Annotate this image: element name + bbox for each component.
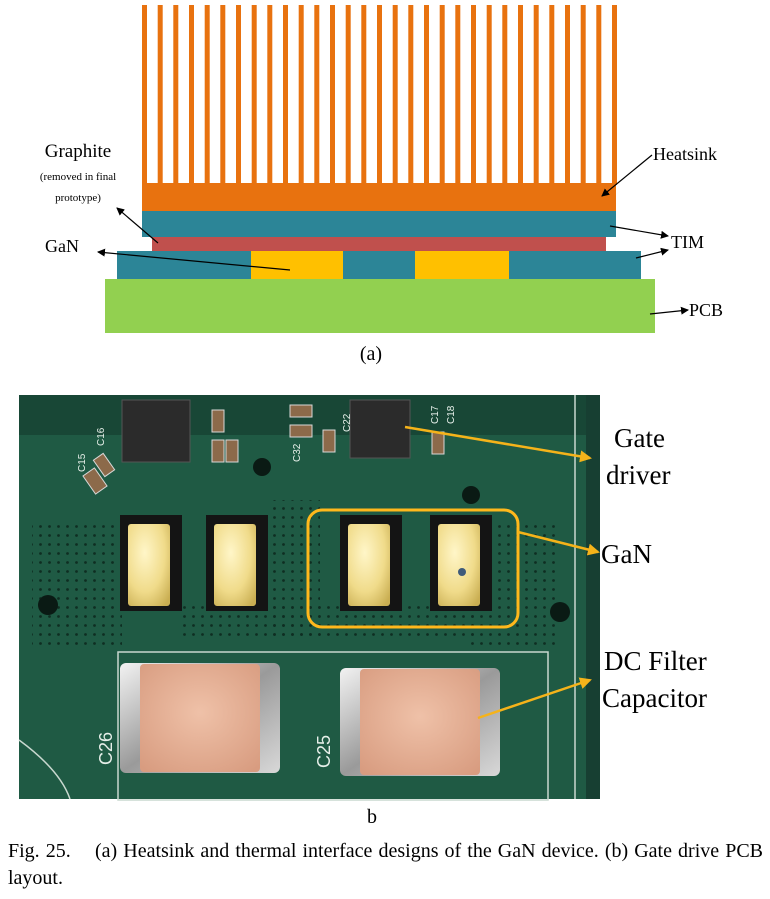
gate-driver-ic-right: [349, 399, 411, 459]
heatsink-fin: [502, 5, 508, 185]
gan-device-4: [438, 524, 480, 606]
gan-arrow-b: [517, 530, 600, 556]
heatsink-fin: [283, 5, 288, 185]
board-edge-right: [586, 395, 600, 799]
heatsink-fin: [157, 5, 163, 185]
heatsink-fin: [251, 5, 257, 185]
heatsink-fin: [204, 5, 210, 185]
caption-text: (a) Heatsink and thermal interface desig…: [8, 840, 763, 889]
board-text-c22: C22: [342, 413, 353, 432]
tim-arrow-bottom: [635, 247, 669, 259]
heatsink-fin: [142, 5, 147, 185]
mounting-hole-2: [253, 458, 271, 476]
heatsink-fins: [142, 5, 617, 185]
figure-number: Fig. 25.: [8, 840, 71, 862]
heatsink-fin: [173, 5, 179, 185]
gan-device-left: [251, 251, 343, 279]
graphite-layer: [152, 237, 606, 251]
heatsink-fin: [392, 5, 398, 185]
heatsink-fin: [298, 5, 304, 185]
subfigure-label-b: b: [367, 806, 377, 828]
capacitor-c26-body: [140, 664, 260, 772]
board-text-c18: C18: [446, 405, 457, 424]
gate-driver-arrow: [404, 425, 592, 463]
graphite-note-line2: prototype): [55, 192, 101, 204]
heatsink-fin: [549, 5, 555, 185]
gan-device-1: [128, 524, 170, 606]
heatsink-fin: [377, 5, 382, 185]
gan-devices: [120, 515, 492, 611]
silkscreen-outline: [117, 651, 549, 801]
heatsink-fin: [486, 5, 492, 185]
smd-components: [82, 404, 445, 495]
heatsink-fin: [314, 5, 320, 185]
board-text-c25: C25: [314, 735, 334, 768]
pcb-photo: C26 C25 C15 C16 C32 C22 C17 C18: [18, 395, 600, 801]
gan-arrow: [97, 248, 291, 271]
heatsink-fin: [518, 5, 523, 185]
board-text-c15: C15: [77, 453, 88, 472]
graphite-note-line1: (removed in final: [40, 171, 116, 183]
heatsink-fin: [361, 5, 367, 185]
heatsink-fin: [267, 5, 273, 185]
pcb-arrow: [649, 306, 689, 315]
heatsink-fin: [471, 5, 476, 185]
heatsink-fin: [439, 5, 445, 185]
capacitor-arrow: [477, 677, 592, 720]
gan-device-3: [348, 524, 390, 606]
heatsink-fin: [189, 5, 194, 185]
tim-layer-bottom: [117, 251, 641, 279]
subfigure-label-a: (a): [360, 343, 382, 365]
heatsink-fin: [533, 5, 539, 185]
heatsink-base: [142, 183, 616, 211]
heatsink-fin: [580, 5, 586, 185]
tim-label: TIM: [671, 232, 704, 252]
capacitor-c25-body: [360, 669, 480, 775]
silkscreen-arc: [18, 739, 71, 800]
board-text-c32: C32: [292, 443, 303, 462]
board-text-c17: C17: [430, 405, 441, 424]
mounting-hole-4: [550, 602, 570, 622]
heatsink-fin: [345, 5, 351, 185]
heatsink-fin: [408, 5, 414, 185]
gate-driver-label-line2: driver: [606, 460, 670, 490]
gate-driver-ic-left: [121, 399, 191, 463]
graphite-label: Graphite: [45, 141, 111, 162]
dc-filter-label-line2: Capacitor: [602, 683, 707, 713]
heatsink-fin: [236, 5, 241, 185]
gan-highlight-box: [306, 508, 520, 629]
gan-label-b: GaN: [601, 539, 652, 569]
pcb-layer: [105, 279, 655, 333]
heatsink-fin: [455, 5, 461, 185]
gan-device-2: [214, 524, 256, 606]
heatsink-arrow: [601, 154, 653, 197]
board-text-c26: C26: [96, 732, 116, 765]
gate-driver-label-line1: Gate: [614, 423, 665, 453]
mounting-hole-3: [462, 486, 480, 504]
heatsink-fin: [220, 5, 226, 185]
mounting-hole-1: [38, 595, 58, 615]
dc-filter-capacitors: [120, 663, 500, 776]
tim-arrow-top: [609, 225, 669, 239]
figure-caption: Fig. 25. (a) Heatsink and thermal interf…: [8, 838, 763, 892]
heatsink-fin: [424, 5, 429, 185]
graphite-arrow: [116, 207, 159, 244]
gan-device-right: [415, 251, 509, 279]
gan-label-a: GaN: [45, 236, 79, 256]
tim-layer-top: [142, 211, 616, 237]
heatsink-diagram: Graphite (removed in final prototype) Ga…: [40, 5, 723, 365]
pcb-label: PCB: [689, 300, 723, 320]
heatsink-label: Heatsink: [653, 144, 717, 164]
via-field-left: [32, 520, 122, 650]
board-text-c16: C16: [96, 427, 107, 446]
heatsink-fin: [330, 5, 335, 185]
dc-filter-label-line1: DC Filter: [604, 646, 707, 676]
heatsink-fin: [596, 5, 602, 185]
heatsink-fin: [565, 5, 570, 185]
heatsink-fin: [612, 5, 617, 185]
